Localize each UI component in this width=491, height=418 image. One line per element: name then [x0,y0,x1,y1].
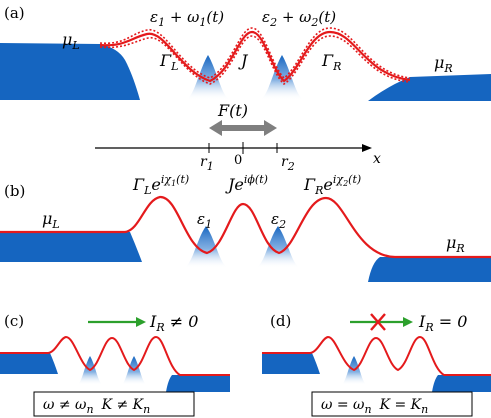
current-arrowhead [136,317,146,327]
panel-b: (b) μL μR ΓLeiχ1(t) Jeiϕ(t) ΓReiχ2(t) ε1… [0,173,491,282]
left-reservoir [0,232,142,262]
gamma-right: ΓR [321,51,341,73]
barrier-potential [262,335,491,376]
panel-b-label: (b) [4,182,25,200]
panel-c-label: (c) [4,312,24,330]
axis-arrowhead [362,144,372,152]
current-label: IR ≠ 0 [149,312,198,334]
panel-a: (a) μL μR ε1 + ω1(t) ε2 + ω2(t) ΓL J ΓR … [0,4,491,173]
level-1-label: ε1 + ω1(t) [150,8,224,29]
mu-right: μR [434,53,453,75]
mu-right: μR [446,233,465,255]
coupling-j: J [238,51,249,70]
gamma-right-phase: ΓReiχ2(t) [303,173,361,197]
blocked-cross-icon [370,313,386,331]
r2-label: r2 [281,154,295,173]
barrier-potential [99,30,411,83]
x-label: x [373,151,381,167]
barrier-potential [0,195,491,259]
zero-label: 0 [234,153,242,168]
level-2-label: ε2 + ω2(t) [262,8,336,29]
right-reservoir [166,375,230,392]
current-label: IR = 0 [418,312,467,334]
current-arrowhead [403,317,413,327]
right-reservoir [368,74,491,101]
gamma-left-phase: ΓLeiχ1(t) [132,173,189,197]
left-reservoir [0,353,58,374]
right-reservoir [368,257,491,282]
mu-left: μL [42,209,60,231]
panel-d-label: (d) [270,312,291,330]
right-reservoir [432,375,491,392]
wave-packet-1 [182,226,230,268]
panel-a-label: (a) [4,4,25,22]
eps1-label: ε1 [197,210,212,231]
barrier-dotted-inner [99,35,411,85]
r1-label: r1 [200,154,214,173]
force-double-arrow [209,120,277,136]
eps2-label: ε2 [271,210,286,231]
barrier-dotted-outer [99,27,411,80]
mu-left: μL [62,30,80,52]
coupling-phase: Jeiϕ(t) [225,173,268,194]
left-reservoir [0,43,140,100]
gamma-left: ΓL [159,51,178,73]
position-axis: r1 0 r2 x [95,142,381,173]
left-reservoir [262,353,320,374]
force-label: F(t) [217,101,248,120]
barrier-potential [0,335,230,376]
wave-packet-2 [254,226,302,268]
